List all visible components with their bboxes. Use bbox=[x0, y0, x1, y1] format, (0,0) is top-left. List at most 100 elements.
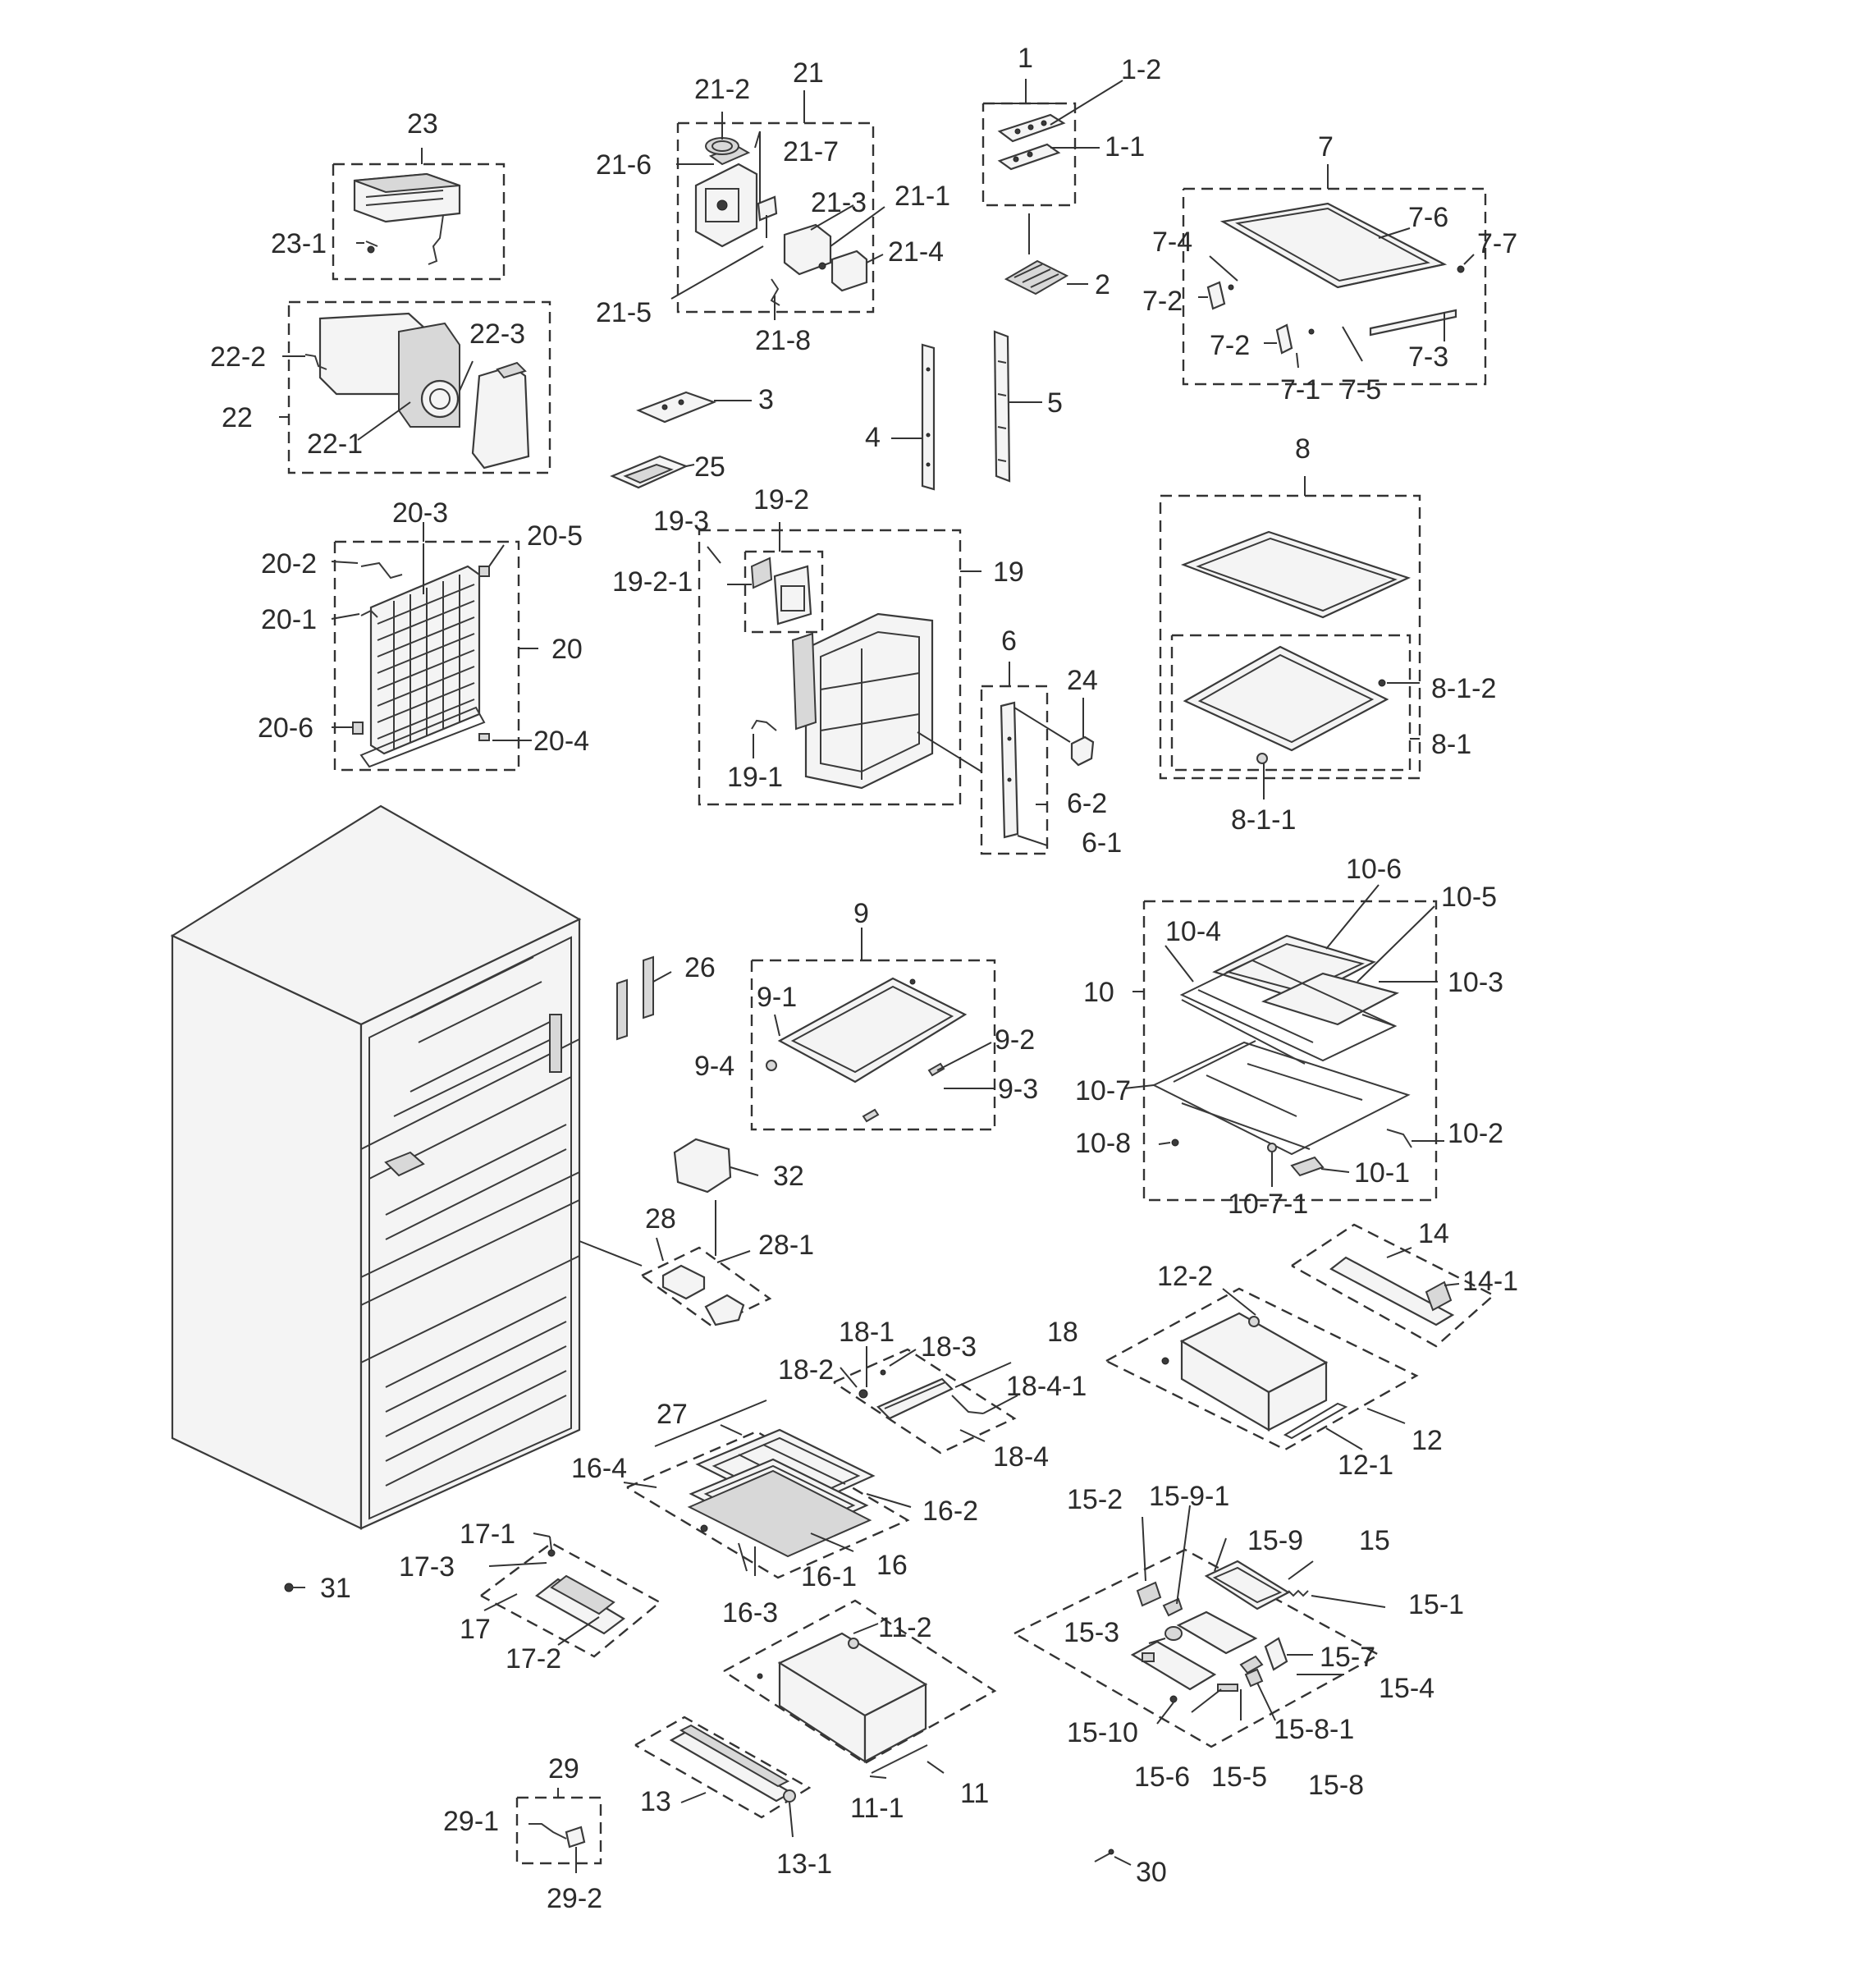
group-15 bbox=[1013, 1505, 1386, 1748]
callout-23-1: 23-1 bbox=[271, 228, 327, 259]
callout-19: 19 bbox=[993, 557, 1024, 588]
ice-bucket-22-part bbox=[318, 312, 460, 428]
callout-10-3: 10-3 bbox=[1448, 967, 1503, 998]
part-25 bbox=[610, 455, 695, 489]
callout-8-1-1: 8-1-1 bbox=[1231, 804, 1296, 836]
module-19-2-part bbox=[750, 557, 812, 625]
callout-6-2: 6-2 bbox=[1067, 788, 1107, 819]
callout-15-2: 15-2 bbox=[1067, 1484, 1123, 1515]
group-22 bbox=[279, 300, 551, 474]
callout-18-4: 18-4 bbox=[993, 1441, 1049, 1473]
callout-26: 26 bbox=[684, 952, 716, 983]
evaporator-20-part bbox=[359, 565, 486, 768]
callout-24: 24 bbox=[1067, 665, 1098, 696]
callout-9: 9 bbox=[853, 898, 869, 929]
callout-20-6: 20-6 bbox=[258, 712, 313, 744]
callout-12-1: 12-1 bbox=[1338, 1450, 1393, 1481]
callout-9-2: 9-2 bbox=[995, 1024, 1035, 1056]
callout-9-4: 9-4 bbox=[694, 1051, 734, 1082]
callout-8: 8 bbox=[1295, 433, 1311, 465]
callout-3: 3 bbox=[758, 384, 774, 415]
callout-21-4: 21-4 bbox=[888, 236, 944, 268]
callout-21-1: 21-1 bbox=[895, 181, 950, 212]
callout-13: 13 bbox=[640, 1786, 671, 1817]
group-8-shelf bbox=[1159, 476, 1421, 799]
callout-15-6: 15-6 bbox=[1134, 1762, 1190, 1793]
part-31-screw bbox=[284, 1583, 305, 1592]
valve-21-4-part bbox=[818, 250, 868, 292]
callout-28-1: 28-1 bbox=[758, 1230, 814, 1261]
callout-20-5: 20-5 bbox=[527, 520, 583, 552]
callout-15-3: 15-3 bbox=[1064, 1617, 1119, 1648]
group-23 bbox=[332, 148, 506, 281]
callout-20: 20 bbox=[551, 634, 583, 665]
callout-labels: 1 1-1 1-2 2 3 4 5 6 6-1 6-2 7 7-1 7-2 7-… bbox=[210, 43, 1518, 1914]
callout-11: 11 bbox=[960, 1778, 989, 1809]
frame-10-4-part bbox=[1179, 959, 1398, 1065]
group-19-dispenser bbox=[698, 522, 982, 806]
callout-15-8-1: 15-8-1 bbox=[1274, 1714, 1354, 1745]
callout-23: 23 bbox=[407, 108, 438, 140]
callout-22-2: 22-2 bbox=[210, 341, 266, 373]
wire-22-2 bbox=[304, 354, 327, 370]
callout-22-3: 22-3 bbox=[469, 318, 525, 350]
group-12 bbox=[1105, 1287, 1419, 1451]
callout-10-6: 10-6 bbox=[1346, 854, 1402, 885]
callout-13-1: 13-1 bbox=[776, 1849, 832, 1880]
callout-28: 28 bbox=[645, 1203, 676, 1235]
callout-10-8: 10-8 bbox=[1075, 1128, 1131, 1159]
callout-32: 32 bbox=[773, 1161, 804, 1192]
callout-29-1: 29-1 bbox=[443, 1806, 499, 1837]
callout-10-7: 10-7 bbox=[1075, 1075, 1131, 1106]
callout-19-2: 19-2 bbox=[753, 484, 809, 515]
callout-16-2: 16-2 bbox=[922, 1496, 978, 1527]
callout-18: 18 bbox=[1047, 1317, 1078, 1348]
callout-11-1: 11-1 bbox=[850, 1793, 904, 1824]
screw-23-1 bbox=[365, 241, 378, 254]
callout-7-7: 7-7 bbox=[1477, 228, 1517, 259]
callout-21-2: 21-2 bbox=[694, 74, 750, 105]
callout-30: 30 bbox=[1136, 1857, 1167, 1888]
callout-18-2: 18-2 bbox=[778, 1354, 834, 1386]
callout-15-7: 15-7 bbox=[1320, 1642, 1375, 1673]
callout-21-3: 21-3 bbox=[811, 187, 867, 218]
group-13 bbox=[634, 1716, 812, 1838]
callout-18-4-1: 18-4-1 bbox=[1006, 1371, 1087, 1402]
callout-7-2a: 7-2 bbox=[1142, 286, 1183, 317]
callout-10-1: 10-1 bbox=[1354, 1157, 1410, 1189]
frame-10-7-part bbox=[1151, 1040, 1411, 1156]
callout-10-7-1: 10-7-1 bbox=[1228, 1189, 1308, 1220]
callout-21-7: 21-7 bbox=[783, 136, 839, 167]
callout-18-1: 18-1 bbox=[839, 1317, 895, 1348]
callout-12-2: 12-2 bbox=[1157, 1261, 1213, 1292]
cover-22-3-part bbox=[471, 361, 530, 470]
callout-18-3: 18-3 bbox=[921, 1331, 977, 1363]
callout-1: 1 bbox=[1018, 43, 1033, 74]
callout-10-4: 10-4 bbox=[1165, 916, 1221, 947]
callout-20-1: 20-1 bbox=[261, 604, 317, 635]
part-32 bbox=[673, 1138, 759, 1256]
callout-17: 17 bbox=[460, 1614, 491, 1645]
callout-17-1: 17-1 bbox=[460, 1519, 515, 1550]
callout-15-8: 15-8 bbox=[1308, 1770, 1364, 1801]
group-14 bbox=[1291, 1223, 1496, 1348]
bracket-7-2-top bbox=[1206, 281, 1234, 310]
group-17 bbox=[480, 1532, 662, 1658]
callout-17-3: 17-3 bbox=[399, 1551, 455, 1583]
callout-1-1: 1-1 bbox=[1105, 131, 1145, 163]
part-3 bbox=[636, 391, 752, 424]
panel-7-6-part bbox=[1219, 202, 1448, 289]
callout-7-4: 7-4 bbox=[1152, 227, 1192, 258]
group-11 bbox=[723, 1599, 997, 1779]
callout-21-8: 21-8 bbox=[755, 325, 811, 356]
rail-6-part bbox=[1000, 701, 1019, 839]
group-18 bbox=[833, 1346, 1018, 1455]
callout-16-3: 16-3 bbox=[722, 1597, 778, 1629]
callout-6-1: 6-1 bbox=[1082, 827, 1122, 859]
callout-4: 4 bbox=[865, 422, 881, 453]
callout-8-1: 8-1 bbox=[1431, 729, 1471, 760]
spring-15-1 bbox=[1288, 1589, 1309, 1597]
callout-10: 10 bbox=[1083, 977, 1114, 1008]
door-cover-19-part bbox=[791, 612, 934, 790]
